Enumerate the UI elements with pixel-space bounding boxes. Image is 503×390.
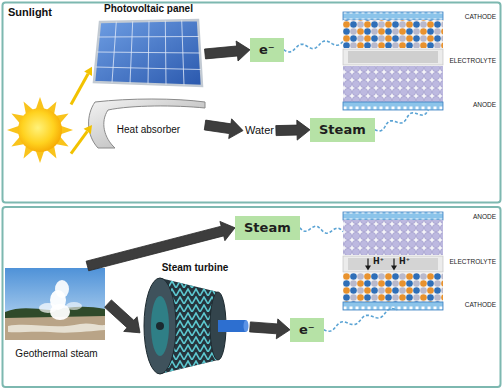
sun-label: Sunlight	[8, 6, 71, 19]
absorber-trough	[89, 99, 205, 148]
electron-label: e⁻	[259, 42, 275, 58]
flow-arrow	[105, 300, 140, 333]
battery-label: H⁺	[399, 258, 410, 267]
steam-turbine: Steam turbine	[140, 262, 250, 380]
electrolyte-band	[343, 49, 443, 65]
energy-wave	[375, 110, 429, 131]
turbine-hub	[156, 322, 164, 330]
block-arrow	[276, 120, 310, 140]
panel-heading: Photovoltaic panel	[92, 3, 205, 15]
light-ray-arrow	[71, 131, 87, 153]
turbine-inlet	[144, 278, 176, 374]
sun-node: Sunlight	[5, 6, 71, 170]
battery-label: ANODE	[473, 213, 496, 220]
battery-label: CATHODE	[465, 13, 496, 20]
battery-cell: CATHODE ELECTROLYTE ANODE	[343, 12, 498, 110]
pv-panel-illustration	[94, 20, 202, 86]
photo-caption: Geothermal steam	[15, 348, 97, 360]
flow-arrow	[276, 120, 310, 140]
steam-turbine-illustration	[144, 278, 249, 374]
electron-box: e⁻	[250, 38, 284, 62]
sunlight-arrow	[71, 125, 92, 154]
block-arrow	[204, 119, 243, 139]
light-ray-arrow	[71, 74, 88, 105]
heat-absorber: Heat absorber	[92, 100, 205, 150]
turbine-heading: Steam turbine	[140, 262, 250, 274]
battery-label: ELECTROLYTE	[450, 57, 496, 64]
battery-bottom-illustration	[343, 212, 443, 310]
water-step: Water	[243, 123, 276, 138]
geothermal-photo: Geothermal steam	[5, 266, 108, 360]
geyser-plume	[39, 280, 82, 320]
inlet-blades	[151, 296, 169, 356]
wavy-flow-line	[375, 110, 429, 131]
battery-label: CATHODE	[465, 301, 496, 308]
pv-grid	[96, 20, 202, 85]
ground	[5, 316, 105, 340]
electron-box: e⁻	[290, 318, 324, 342]
steam-box: Steam	[310, 118, 375, 142]
battery-label: ANODE	[473, 101, 496, 108]
block-arrow	[205, 41, 251, 61]
sky	[5, 268, 105, 340]
sun-disc	[18, 108, 62, 152]
wavy-flow-line	[284, 41, 343, 52]
flow-arrow	[204, 119, 243, 139]
panel-frames	[3, 3, 501, 388]
steam-box: Steam	[235, 216, 300, 240]
anode-particles	[343, 220, 443, 255]
battery-label: ELECTROLYTE	[450, 258, 496, 265]
battery-cell: ANODE H⁺ H⁺ ELECTROLYTE CATHODE	[343, 212, 498, 310]
battery-label: H⁺	[373, 258, 384, 267]
electrolyte-core	[348, 51, 438, 63]
top-panel-frame	[3, 3, 501, 203]
geothermal-photo-illustration	[5, 268, 105, 340]
energy-wave	[324, 309, 398, 332]
turbine-shaft	[218, 320, 246, 332]
energy-wave	[284, 41, 343, 52]
flow-arrow	[205, 41, 251, 61]
block-arrow	[105, 300, 140, 333]
steam-label: Steam	[319, 122, 366, 138]
electrode-plate	[343, 12, 443, 20]
steam-label: Steam	[244, 220, 291, 236]
battery-top-illustration	[343, 12, 443, 110]
wavy-flow-line	[300, 226, 343, 233]
flow-arrow	[250, 319, 290, 339]
wavy-flow-line	[324, 309, 398, 332]
sunlight-arrow	[71, 67, 92, 105]
anode-particles	[343, 66, 443, 102]
electrolyte-band	[343, 256, 443, 272]
electrolyte-core	[348, 258, 438, 270]
shaft-end	[244, 320, 249, 332]
electrode-plate	[343, 212, 443, 220]
proton-arrows	[365, 259, 397, 271]
cathode-particles	[343, 20, 443, 48]
sun-illustration	[7, 97, 73, 163]
energy-wave	[300, 226, 343, 233]
block-arrow	[250, 319, 290, 339]
mineral-terrace	[8, 323, 105, 332]
cathode-particles	[343, 273, 443, 302]
electrode-plate	[343, 102, 443, 110]
pv-panel: Photovoltaic panel	[92, 3, 205, 94]
bottom-panel-frame	[3, 207, 501, 387]
water-label: Water	[245, 124, 274, 137]
pv-surface	[94, 20, 202, 86]
heat-absorber-illustration	[89, 99, 205, 148]
absorber-label: Heat absorber	[117, 124, 180, 136]
electron-label: e⁻	[299, 322, 315, 338]
